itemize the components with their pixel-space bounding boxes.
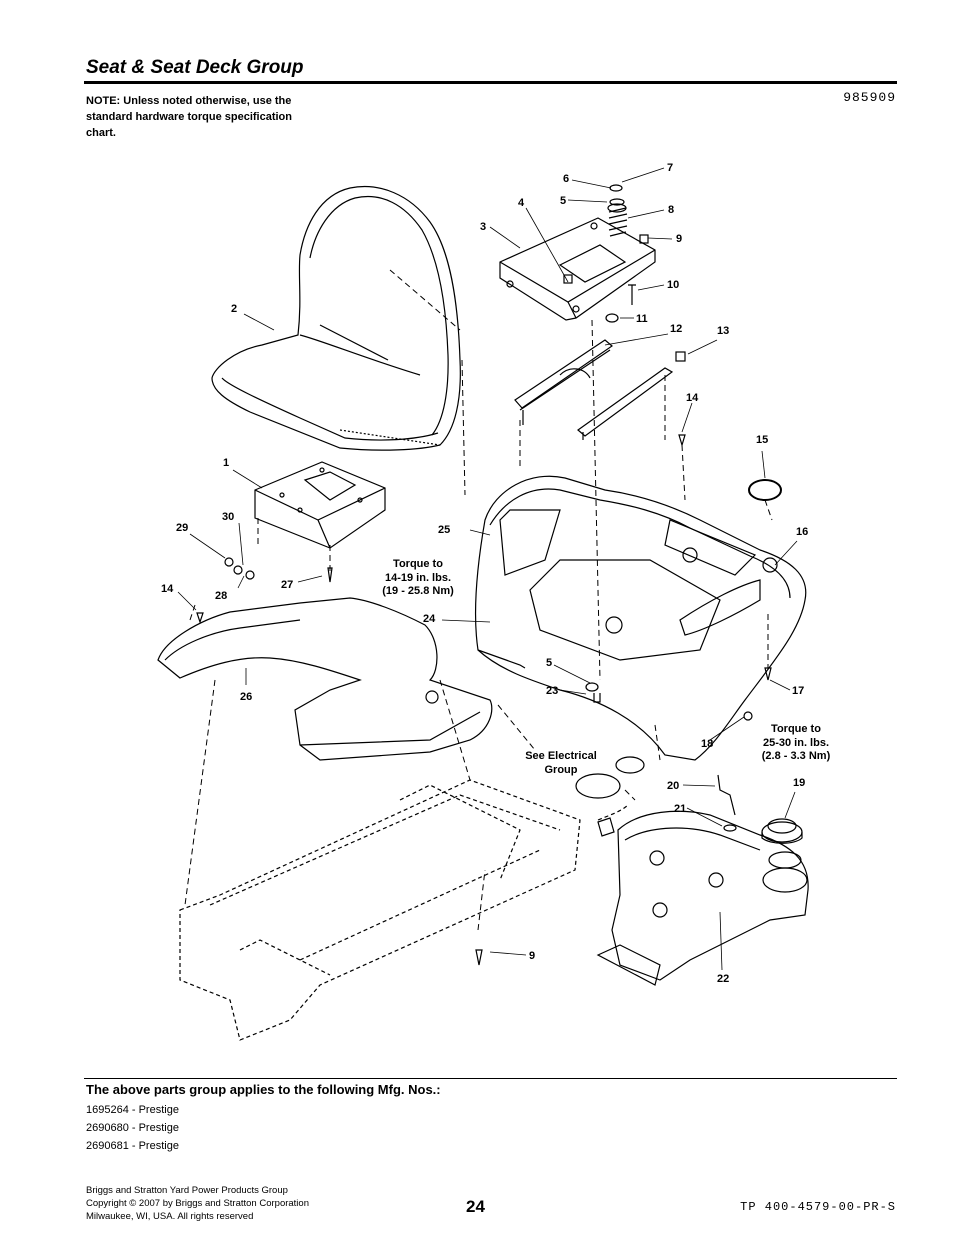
callout-22: 22 xyxy=(717,973,729,985)
callout-29: 29 xyxy=(176,522,188,534)
footer-copyright: Copyright © 2007 by Briggs and Stratton … xyxy=(86,1198,309,1209)
callout-28: 28 xyxy=(215,590,227,602)
torque-deck-line1: Torque to xyxy=(771,723,821,735)
seat-bracket-part xyxy=(254,461,386,549)
torque-deck-line3: (2.8 - 3.3 Nm) xyxy=(762,750,831,762)
callout-5a: 5 xyxy=(560,195,566,207)
callout-leaders xyxy=(177,167,798,971)
callout-25: 25 xyxy=(438,524,450,536)
applies-heading: The above parts group applies to the fol… xyxy=(86,1082,441,1097)
see-electrical-line1: See Electrical xyxy=(525,750,597,762)
callout-8: 8 xyxy=(668,204,674,216)
callout-27: 27 xyxy=(281,579,293,591)
torque-seat-line2: 14-19 in. lbs. xyxy=(385,572,451,584)
footrest-part xyxy=(157,597,493,761)
drawing-number: 985909 xyxy=(843,90,896,105)
seat-plate-part xyxy=(499,217,656,321)
title-rule xyxy=(84,81,897,84)
callout-numbers: 1 2 3 4 5 5 6 7 8 9 9 10 11 12 13 14 14 … xyxy=(161,162,831,985)
callout-5b: 5 xyxy=(546,657,552,669)
callout-16: 16 xyxy=(796,526,808,538)
slide-rail-part xyxy=(514,339,686,448)
footer-location: Milwaukee, WI, USA. All rights reserved xyxy=(86,1211,254,1222)
callout-19: 19 xyxy=(793,777,805,789)
torque-seat-line3: (19 - 25.8 Nm) xyxy=(382,585,454,597)
seat-deck-part xyxy=(474,475,807,761)
callout-9a: 9 xyxy=(676,233,682,245)
callout-26: 26 xyxy=(240,691,252,703)
o-ring-part xyxy=(748,479,782,501)
mfg-number-item: 2690680 - Prestige xyxy=(86,1122,179,1134)
callout-6: 6 xyxy=(563,173,569,185)
callout-10: 10 xyxy=(667,279,679,291)
fuel-tank-part xyxy=(596,810,809,986)
mfg-number-item: 1695264 - Prestige xyxy=(86,1104,179,1116)
footer-company-info: Briggs and Stratton Yard Power Products … xyxy=(86,1184,309,1223)
callout-20: 20 xyxy=(667,780,679,792)
torque-deck-line2: 25-30 in. lbs. xyxy=(763,737,829,749)
frame-part xyxy=(179,779,581,1041)
callout-12: 12 xyxy=(670,323,682,335)
callout-1: 1 xyxy=(223,457,229,469)
callout-2: 2 xyxy=(231,303,237,315)
page-title: Seat & Seat Deck Group xyxy=(86,57,304,78)
callout-7: 7 xyxy=(667,162,673,174)
spring-hardware xyxy=(605,184,649,323)
leader-lines xyxy=(184,269,773,931)
callout-11: 11 xyxy=(636,313,648,325)
callout-15: 15 xyxy=(756,434,768,446)
electrical-part xyxy=(575,756,645,837)
callout-17: 17 xyxy=(792,685,804,697)
callout-3: 3 xyxy=(480,221,486,233)
callout-18: 18 xyxy=(701,738,713,750)
callout-24: 24 xyxy=(423,613,436,625)
seat-part xyxy=(211,186,461,451)
callout-9b: 9 xyxy=(529,950,535,962)
fuel-cap-part xyxy=(761,818,803,844)
callout-13: 13 xyxy=(717,325,729,337)
torque-note: NOTE: Unless noted otherwise, use the st… xyxy=(86,95,292,139)
callout-23: 23 xyxy=(546,685,558,697)
mfg-number-list: 1695264 - Prestige 2690680 - Prestige 26… xyxy=(86,1101,179,1155)
footer-company: Briggs and Stratton Yard Power Products … xyxy=(86,1185,288,1196)
callout-14b: 14 xyxy=(161,583,174,595)
applies-rule xyxy=(84,1078,897,1079)
grommet-part xyxy=(723,824,737,832)
document-code: TP 400-4579-00-PR-S xyxy=(740,1200,896,1214)
see-electrical-line2: Group xyxy=(545,764,578,776)
hardware-parts xyxy=(196,557,772,966)
torque-seat-line1: Torque to xyxy=(393,558,443,570)
fuel-pipe-part xyxy=(717,774,736,816)
callout-30: 30 xyxy=(222,511,234,523)
callout-4: 4 xyxy=(518,197,525,209)
mfg-number-item: 2690681 - Prestige xyxy=(86,1140,179,1152)
page-number: 24 xyxy=(466,1197,485,1216)
callout-21: 21 xyxy=(674,803,686,815)
callout-14a: 14 xyxy=(686,392,699,404)
